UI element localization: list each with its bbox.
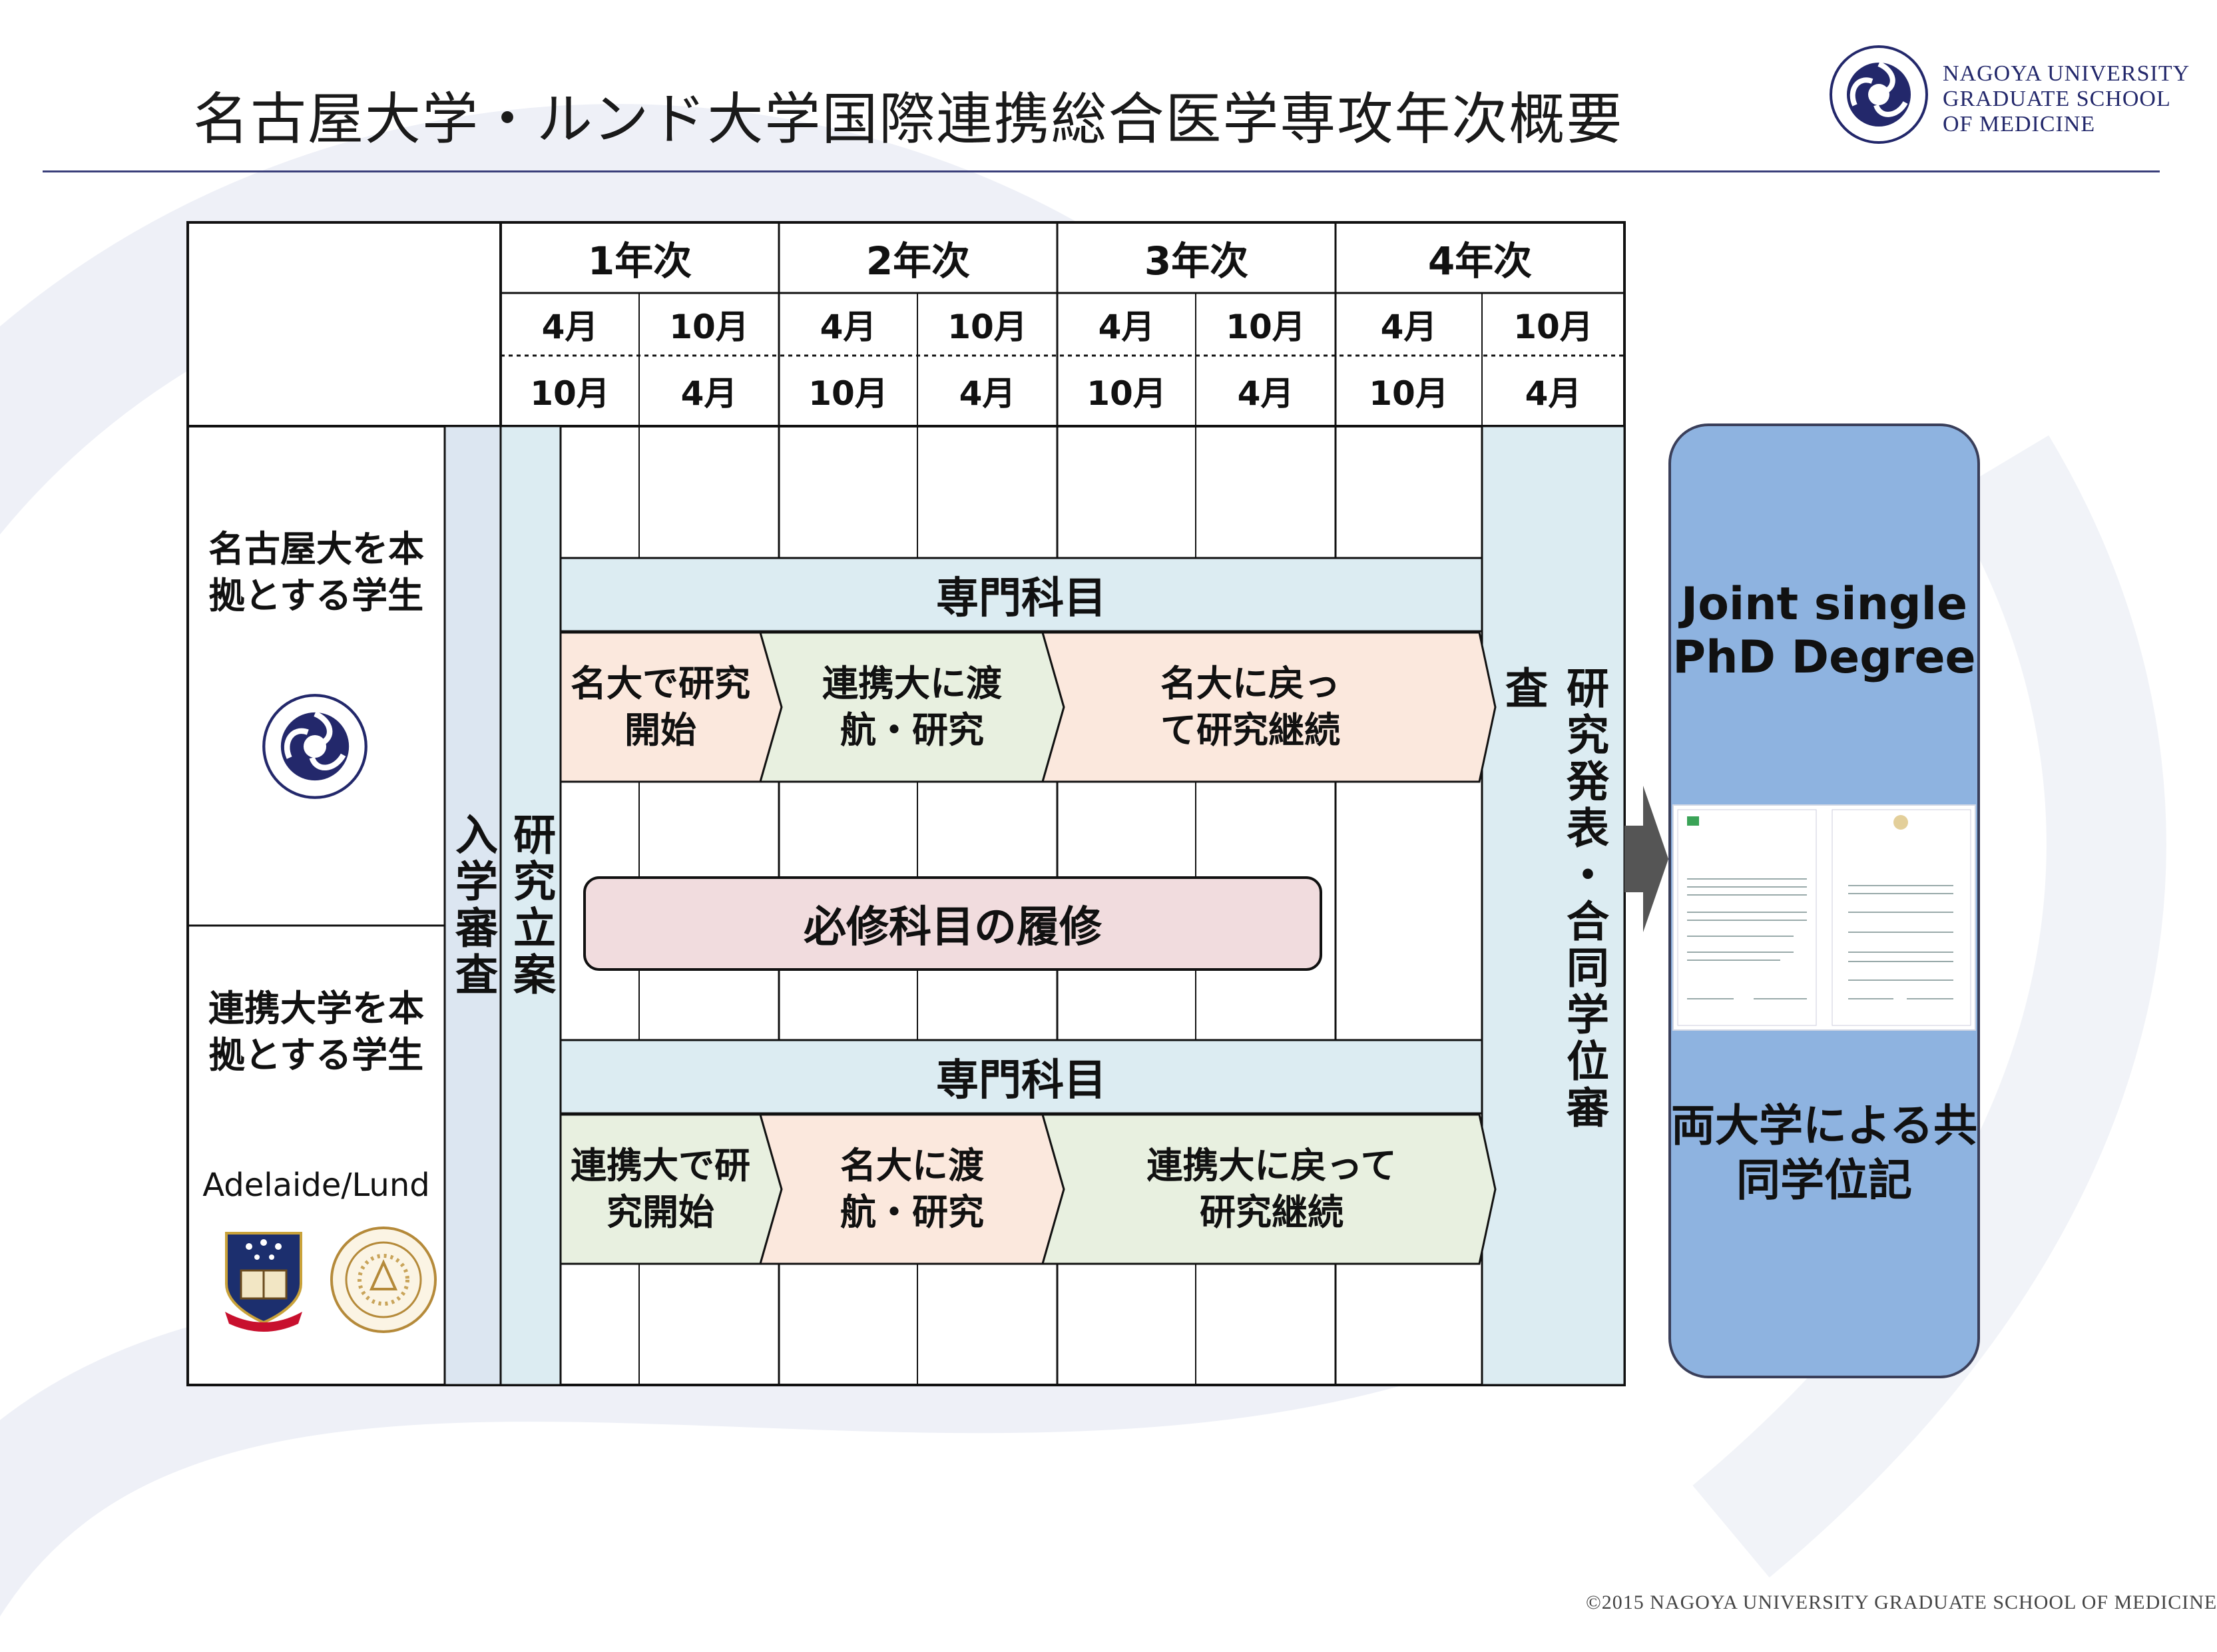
term-start: 4月 <box>820 308 877 346</box>
partner-phase-3: 連携大に戻って研究継続 <box>1146 1145 1397 1233</box>
partner-phase-2: 名大に渡航・研究 <box>840 1145 984 1233</box>
nagoya-group-label: 名古屋大を本拠とする学生 <box>208 528 424 617</box>
term-end: 4月 <box>680 374 738 413</box>
partner-group-label: 連携大学を本拠とする学生 <box>208 987 424 1076</box>
university-name-line1: NAGOYA UNIVERSITY <box>1943 61 2190 86</box>
year-label-3: 3年次 <box>1144 238 1249 284</box>
joint-degree-title: Joint single PhD Degree <box>1672 578 1976 684</box>
diploma-sheets-icon <box>1677 809 1971 1026</box>
final-review-stage-label: 研究発表・合同学位審査 <box>1498 666 1608 1132</box>
partner-phase-1: 連携大で研究開始 <box>571 1145 750 1233</box>
term-start: 10月 <box>669 308 749 346</box>
joint-diploma-image <box>1672 804 1976 1031</box>
term-start: 10月 <box>1226 308 1306 346</box>
admission-stage-label: 入学審査 <box>448 812 497 999</box>
nagoya-phase-1: 名大で研究開始 <box>571 663 750 751</box>
term-end: 4月 <box>1525 374 1582 413</box>
adelaide-crest-icon <box>225 1232 302 1332</box>
term-start: 4月 <box>541 308 599 346</box>
university-name: NAGOYA UNIVERSITY GRADUATE SCHOOL OF MED… <box>1943 61 2190 137</box>
research-plan-stage-label: 研究立案 <box>506 812 555 999</box>
term-end: 10月 <box>808 374 888 413</box>
nagoya-phase-3: 名大に戻って研究継続 <box>1160 663 1340 751</box>
term-end: 4月 <box>1237 374 1294 413</box>
university-name-line3: OF MEDICINE <box>1943 112 2096 137</box>
term-end: 10月 <box>1369 374 1449 413</box>
university-brand <box>1828 41 2188 154</box>
term-end: 10月 <box>1087 374 1166 413</box>
nagoya-university-seal-icon <box>1830 45 1928 144</box>
header-divider <box>43 170 2160 172</box>
nagoya-specialized-course-band: 専門科目 <box>936 574 1107 623</box>
university-name-line2: GRADUATE SCHOOL <box>1943 87 2171 111</box>
nagoya-university-seal-icon <box>262 694 368 799</box>
required-course-pill: 必修科目の履修 <box>804 903 1102 952</box>
term-start: 4月 <box>1098 308 1155 346</box>
year-label-4: 4年次 <box>1427 238 1533 284</box>
nagoya-phase-2: 連携大に渡航・研究 <box>822 663 1002 751</box>
term-start: 10月 <box>947 308 1027 346</box>
term-end: 10月 <box>530 374 610 413</box>
joint-degree-subtitle: 両大学による共同学位記 <box>1670 1100 1978 1206</box>
partner-specialized-course-band: 専門科目 <box>936 1056 1107 1105</box>
copyright-notice: ©2015 NAGOYA UNIVERSITY GRADUATE SCHOOL … <box>1586 1591 2217 1613</box>
page-title: 名古屋大学・ルンド大学国際連携総合医学専攻年次概要 <box>193 87 1624 152</box>
lund-seal-icon <box>330 1227 437 1333</box>
term-start: 4月 <box>1380 308 1437 346</box>
year-label-1: 1年次 <box>587 238 692 284</box>
term-end: 4月 <box>959 374 1016 413</box>
year-label-2: 2年次 <box>865 238 971 284</box>
term-start: 10月 <box>1513 308 1593 346</box>
partner-sublabel: Adelaide/Lund <box>202 1167 430 1204</box>
